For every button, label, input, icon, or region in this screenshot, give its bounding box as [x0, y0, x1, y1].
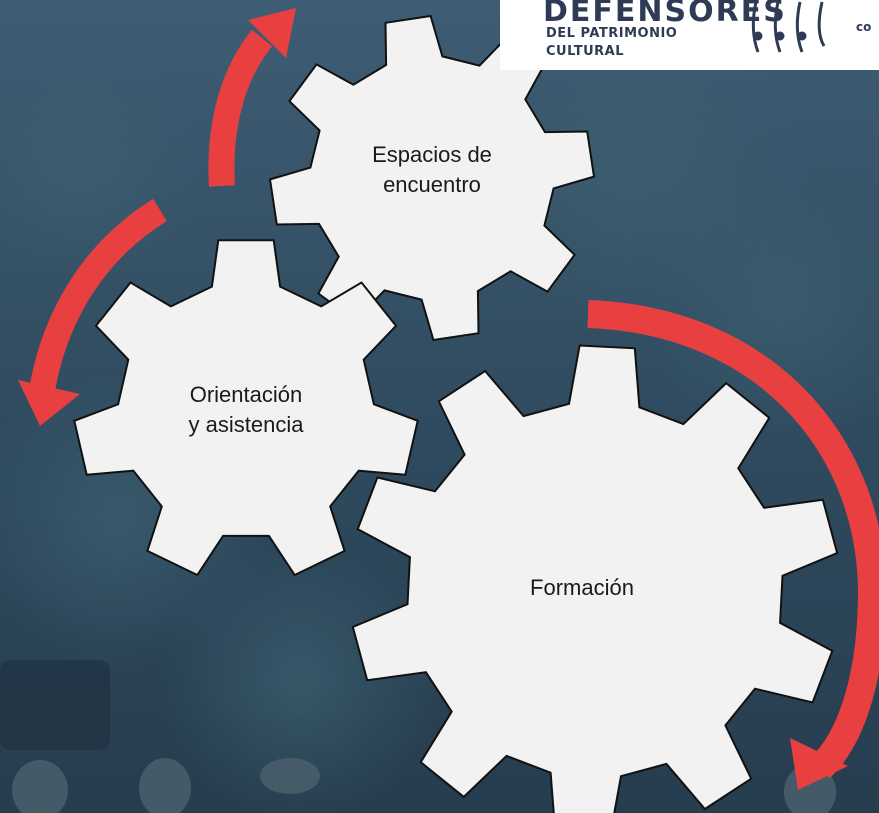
arrows-layer — [18, 8, 879, 790]
gear-label-espacios: Espacios de encuentro — [372, 142, 492, 197]
gear-orientacion — [73, 239, 419, 577]
arrowhead-espacios — [248, 8, 296, 58]
logo-subtitle-line1: DEL PATRIMONIO — [546, 26, 678, 41]
logo-subtitle-line2: CULTURAL — [546, 44, 625, 59]
gear-label-orientacion: Orientación y asistencia — [188, 382, 304, 437]
background-vehicle — [0, 660, 110, 750]
header-logo-area — [500, 0, 879, 70]
gear-formacion — [351, 344, 839, 813]
arrowhead-formacion — [790, 738, 848, 790]
arrow-orientacion-to-espacios — [208, 29, 273, 187]
arrow-formacion-loop — [587, 300, 879, 779]
logo-title: DEFENSORES — [543, 0, 787, 29]
arrowhead-orientacion — [18, 380, 80, 426]
background-people — [12, 758, 836, 813]
gears-layer — [73, 14, 839, 813]
arrow-espacios-to-orientacion — [29, 198, 167, 393]
partner-logo-text: co — [856, 20, 872, 34]
partner-logo-icon — [751, 1, 826, 53]
gear-label-formacion: Formación — [530, 575, 634, 600]
